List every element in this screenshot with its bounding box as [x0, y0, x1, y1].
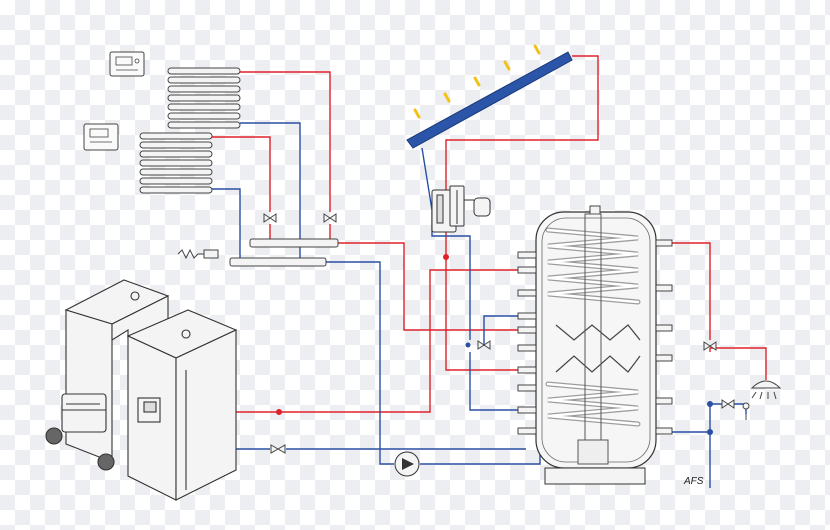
storage-tank — [517, 205, 673, 485]
valve-icon — [263, 213, 735, 454]
circulation-pump — [394, 451, 420, 477]
tap-icon — [742, 402, 750, 420]
pipes-hot — [212, 55, 767, 413]
room-thermostat-lower — [83, 123, 119, 151]
shower-icon — [750, 380, 782, 400]
sensor-icon — [177, 248, 204, 260]
radiator-upper — [167, 67, 241, 129]
solar-collector — [406, 51, 573, 149]
radiator-lower — [139, 132, 213, 194]
pipe-junctions — [276, 254, 713, 435]
sun-rays — [413, 44, 541, 119]
solar-pump-station — [431, 185, 491, 233]
pellet-boiler — [45, 279, 238, 501]
afs-label: AFS — [683, 476, 704, 487]
distribution-manifold — [203, 238, 339, 267]
room-thermostat-upper — [109, 51, 145, 77]
